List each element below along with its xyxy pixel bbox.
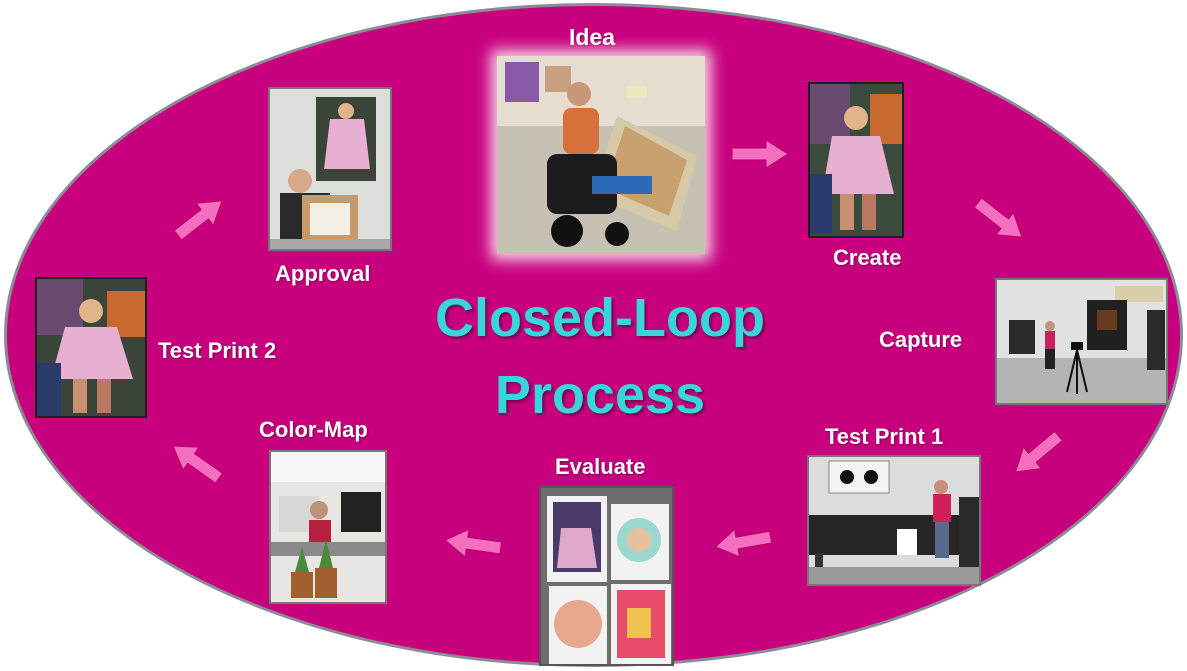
- step-label-approval: Approval: [275, 261, 371, 286]
- step-label-test-print-2: Test Print 2: [158, 338, 277, 363]
- idea-photo: [497, 56, 705, 254]
- step-label-create: Create: [833, 245, 902, 270]
- evaluate-photo: [539, 486, 674, 666]
- step-label-capture: Capture: [879, 327, 963, 352]
- arrow-up-left-icon: [165, 434, 227, 489]
- capture-photo: [995, 278, 1168, 405]
- arrow-down-left-icon: [1007, 425, 1068, 482]
- step-label-test-print-1: Test Print 1: [825, 424, 944, 449]
- step-label-color-map: Color-Map: [259, 417, 368, 442]
- arrow-left-icon: [443, 526, 503, 562]
- test-print-2-photo: [35, 277, 147, 418]
- arrow-right-icon: [732, 140, 788, 168]
- test-print-1-photo: [807, 455, 981, 586]
- arrow-left-icon: [713, 523, 773, 560]
- diagram-title-line2: Process: [494, 365, 706, 425]
- arrow-up-right-icon: [169, 190, 230, 247]
- create-photo: [808, 82, 904, 238]
- step-label-idea: Idea: [569, 24, 616, 50]
- arrow-down-right-icon: [969, 192, 1030, 249]
- color-map-photo: [269, 450, 387, 604]
- diagram-title-line1: Closed-Loop: [435, 288, 765, 348]
- step-label-evaluate: Evaluate: [555, 454, 646, 479]
- approval-photo: [268, 87, 392, 251]
